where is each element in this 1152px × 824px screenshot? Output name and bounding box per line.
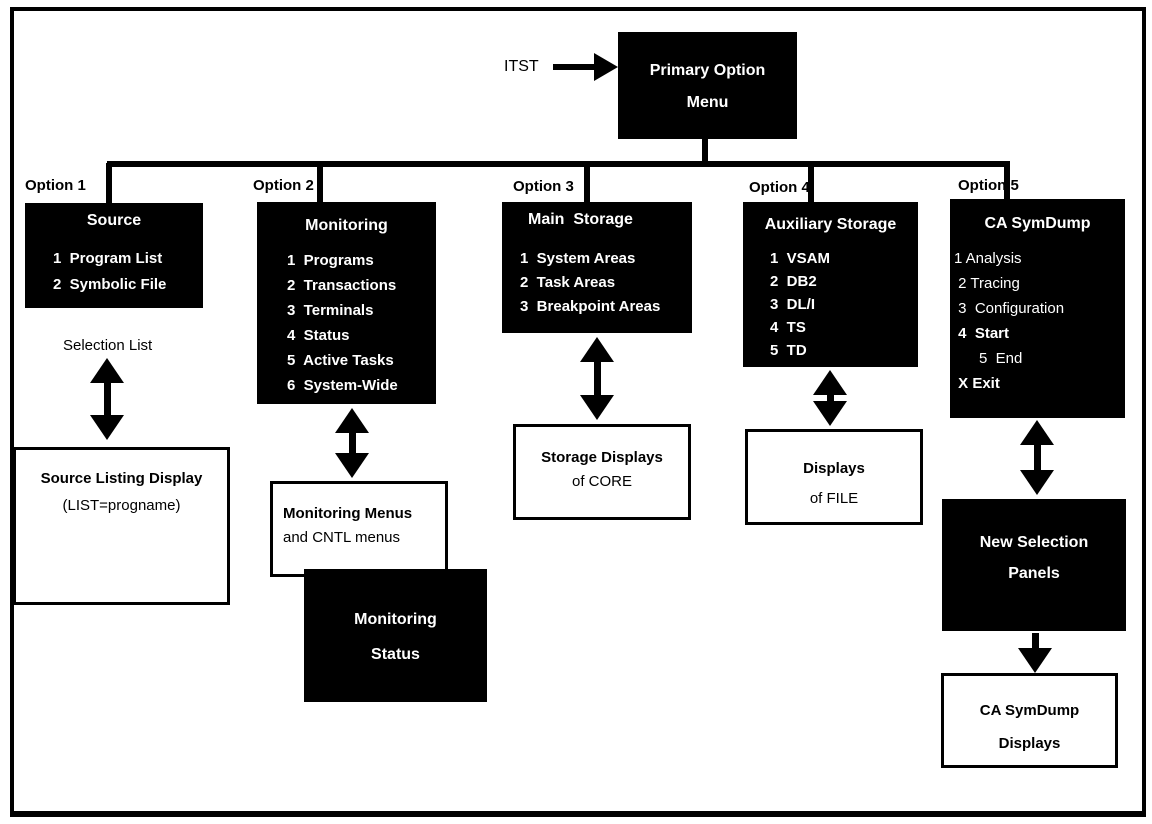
displays-of-file-box: Displays of FILE	[745, 429, 923, 525]
selection-list-label: Selection List	[63, 337, 153, 354]
menu-item: 4 Status	[287, 327, 350, 344]
source-menu-box: Source 1 Program List 2 Symbolic File	[25, 203, 203, 308]
ca-symdump-menu-title: CA SymDump	[984, 215, 1091, 232]
monitoring-menus-box: Monitoring Menus and CNTL menus	[270, 481, 448, 577]
menu-item: 5 End	[954, 350, 1023, 367]
menu-item: 2 Tracing	[954, 275, 1020, 292]
menu-item: 3 Breakpoint Areas	[520, 298, 661, 315]
page-border	[10, 7, 1146, 817]
entry-label: ITST	[504, 58, 539, 75]
primary-option-menu-line2: Menu	[686, 94, 729, 111]
source-listing-line2: (LIST=progname)	[62, 497, 181, 514]
option-4-label: Option 4	[749, 179, 810, 196]
double-arrow-icon	[89, 358, 125, 440]
menu-item: 1 Programs	[287, 252, 374, 269]
menu-item: 5 TD	[770, 342, 807, 359]
ca-symdump-displays-line1: CA SymDump	[979, 702, 1080, 719]
storage-displays-line2: of CORE	[571, 473, 632, 490]
connector-drop-option3	[584, 163, 590, 205]
menu-item: 2 DB2	[770, 273, 817, 290]
menu-item: 1 System Areas	[520, 250, 636, 267]
auxiliary-storage-menu-box: Auxiliary Storage 1 VSAM 2 DB2 3 DL/I 4 …	[743, 202, 918, 367]
menu-item: 5 Active Tasks	[287, 352, 394, 369]
menu-item: X Exit	[954, 375, 1000, 392]
menu-item: 2 Task Areas	[520, 274, 616, 291]
double-arrow-icon	[579, 337, 615, 420]
menu-item: 1 Program List	[53, 250, 163, 267]
auxiliary-storage-menu-title: Auxiliary Storage	[764, 216, 897, 233]
option-5-label: Option 5	[958, 177, 1019, 194]
primary-option-menu-line1: Primary Option	[649, 62, 766, 79]
menu-item: 4 Start	[954, 325, 1010, 342]
displays-of-file-line1: Displays	[803, 460, 865, 477]
ca-symdump-displays-line2: Displays	[998, 735, 1061, 752]
new-selection-line2: Panels	[1008, 565, 1060, 582]
double-arrow-icon	[1019, 420, 1055, 495]
entry-arrow-right-icon	[594, 53, 618, 81]
menu-item: 4 TS	[770, 319, 806, 336]
monitoring-menu-box: Monitoring 1 Programs 2 Transactions 3 T…	[257, 202, 436, 404]
main-storage-menu-title: Main Storage	[528, 211, 633, 228]
storage-displays-line1: Storage Displays	[541, 449, 663, 466]
source-listing-display-box: Source Listing Display (LIST=progname)	[13, 447, 230, 605]
connector-horizontal-main	[107, 161, 1010, 167]
monitoring-status-box: Monitoring Status	[304, 569, 487, 702]
menu-item: 1 Analysis	[954, 250, 1022, 267]
ca-symdump-displays-box: CA SymDump Displays	[941, 673, 1118, 768]
menu-item: 2 Transactions	[287, 277, 397, 294]
option-3-label: Option 3	[513, 178, 574, 195]
source-menu-title: Source	[86, 212, 142, 229]
new-selection-line1: New Selection	[979, 534, 1089, 551]
menu-item: 3 Terminals	[287, 302, 374, 319]
monitoring-status-line2: Status	[371, 646, 420, 663]
primary-option-menu-box: Primary Option Menu	[618, 32, 797, 139]
entry-arrow-stem	[553, 64, 595, 70]
connector-drop-option1	[106, 163, 112, 205]
double-arrow-icon	[812, 370, 848, 426]
connector-drop-option2	[317, 163, 323, 205]
menu-item: 2 Symbolic File	[53, 276, 167, 293]
monitoring-status-line1: Monitoring	[354, 611, 437, 628]
monitoring-menu-title: Monitoring	[305, 217, 388, 234]
main-storage-menu-box: Main Storage 1 System Areas 2 Task Areas…	[502, 202, 692, 333]
connector-root-stem	[702, 139, 708, 163]
menu-item: 3 DL/I	[770, 296, 816, 313]
displays-of-file-line2: of FILE	[809, 490, 859, 507]
down-arrow-icon	[1017, 633, 1053, 673]
option-2-label: Option 2	[253, 177, 314, 194]
connector-drop-option5	[1004, 163, 1010, 201]
monitoring-menus-line1: Monitoring Menus	[283, 505, 413, 522]
new-selection-panels-box: New Selection Panels	[942, 499, 1126, 631]
option-1-label: Option 1	[25, 177, 86, 194]
monitoring-menus-line2: and CNTL menus	[283, 529, 400, 546]
ca-symdump-menu-box: CA SymDump 1 Analysis 2 Tracing 3 Config…	[950, 199, 1125, 418]
menu-item: 3 Configuration	[954, 300, 1065, 317]
menu-item: 1 VSAM	[770, 250, 831, 267]
storage-displays-box: Storage Displays of CORE	[513, 424, 691, 520]
source-listing-line1: Source Listing Display	[40, 470, 203, 487]
connector-drop-option4	[808, 163, 814, 205]
double-arrow-icon	[334, 408, 370, 478]
menu-item: 6 System-Wide	[287, 377, 398, 394]
